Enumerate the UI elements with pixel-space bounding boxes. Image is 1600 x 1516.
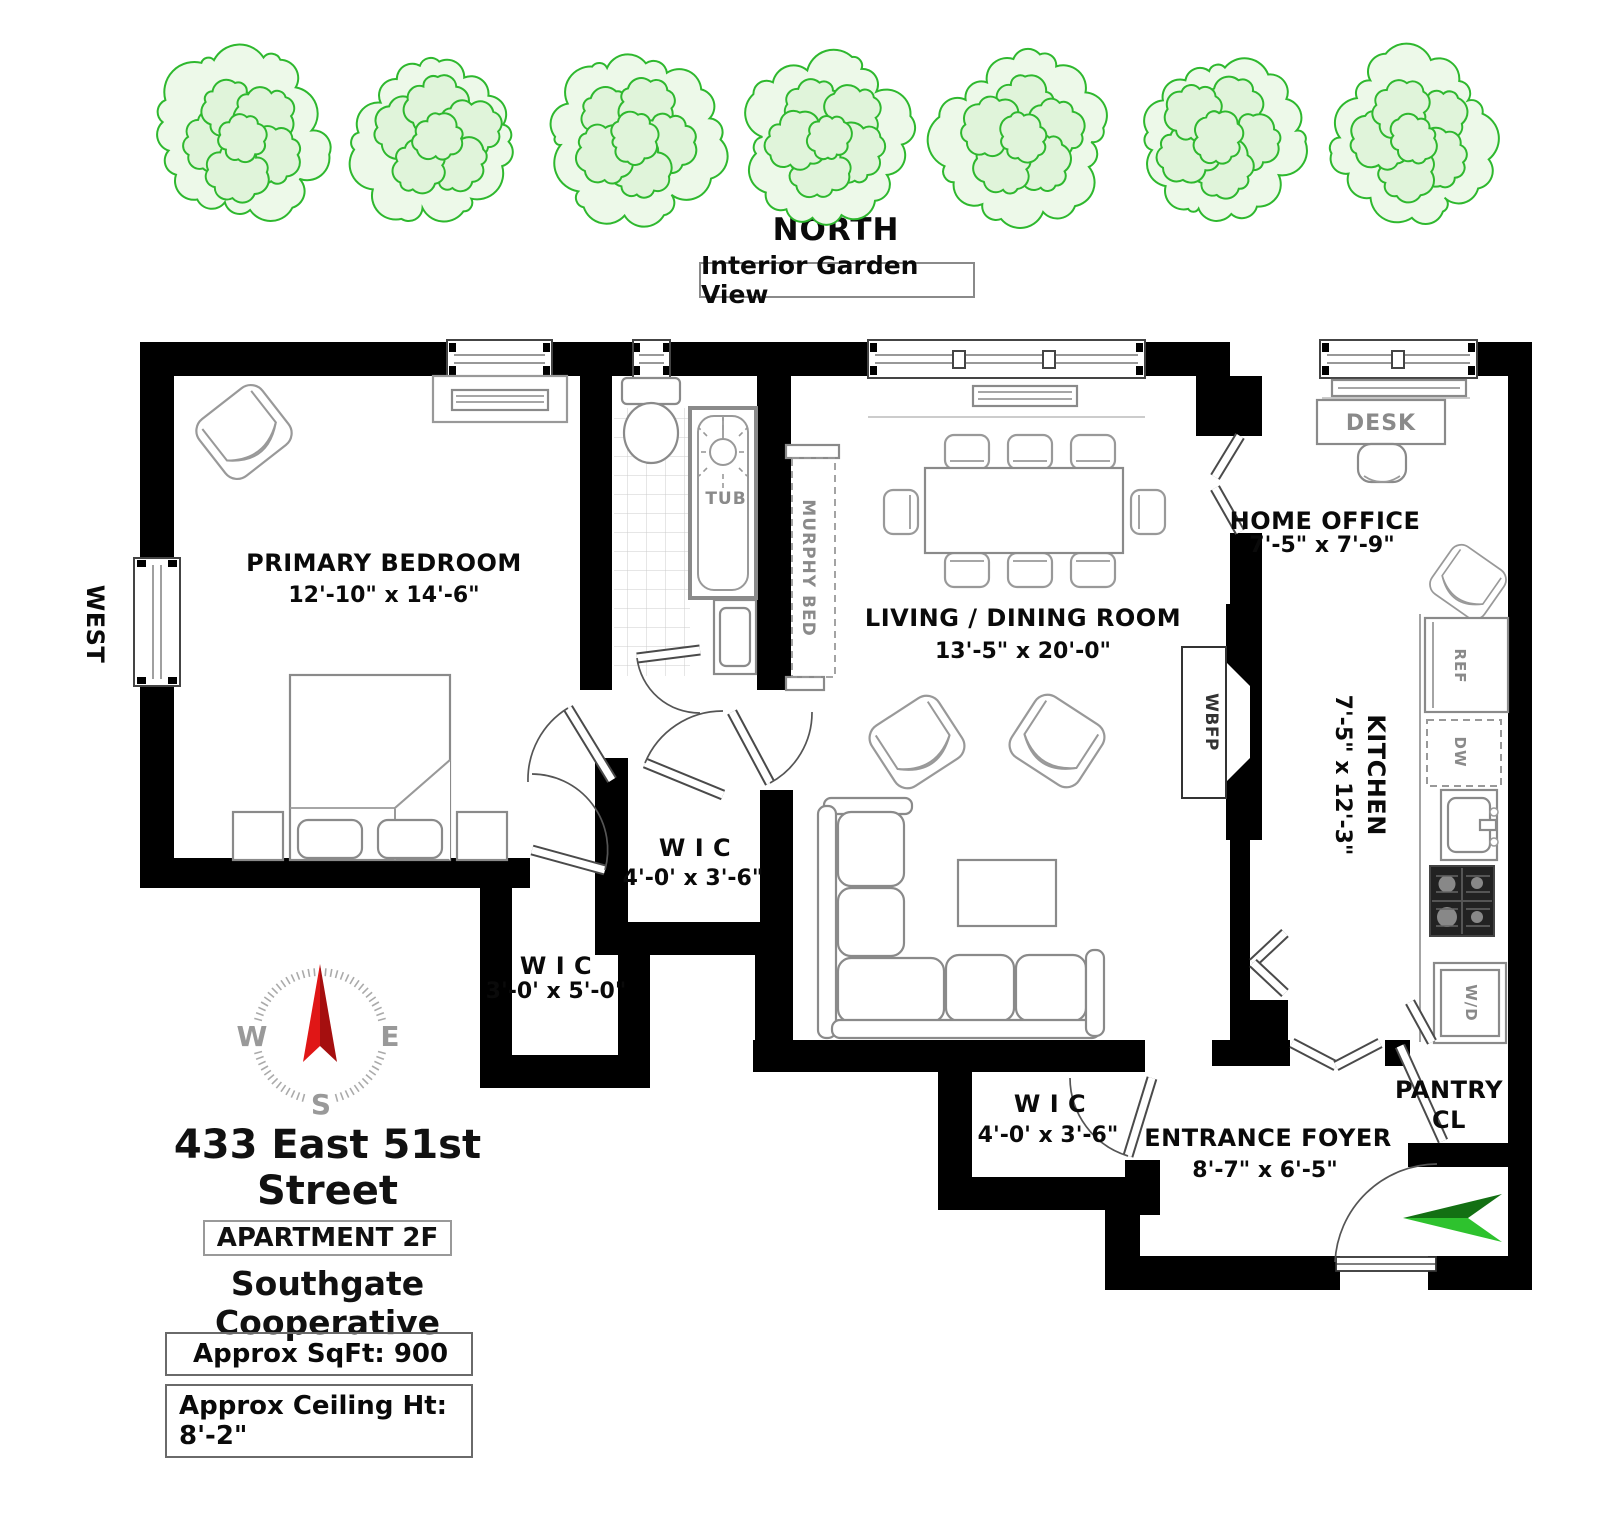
home-office-window [1319,339,1478,379]
home-office-dims: 7'-5" x 7'-9" [1249,533,1394,558]
kitchen-bifold-door [1249,928,1289,998]
bedroom-armchair-icon [189,377,299,487]
pantry-door [1394,1043,1449,1144]
dishwasher-icon: DW [1426,719,1502,787]
bedroom-radiator [431,374,569,424]
west-window [133,557,181,687]
west-label: WEST [81,585,109,664]
wic-foyer-door [1069,1076,1158,1158]
living-room-window [867,339,1146,379]
wd-closet-door [1405,999,1437,1045]
living-dining-dims: 13'-5" x 20'-0" [935,639,1111,664]
bed-icon [231,673,509,862]
kitchen-dims: 7'-5" x 12'-3" [1330,695,1355,856]
address-block: 433 East 51st Street APARTMENT 2F Southg… [115,1122,540,1342]
tree-icon [1192,110,1245,165]
tree-icon [805,115,853,161]
murphy-bed-label: MURPHY BED [798,499,818,636]
garden-view-box: Interior Garden View [699,251,975,309]
compass-e: E [380,1020,399,1053]
wic-hall-door [642,710,726,801]
kitchen-appliances: REF DW [1419,614,1510,1045]
fireplace-wbfp: WBFP [1181,646,1250,799]
garden-view-label: Interior Garden View [701,251,919,309]
bedroom-window [446,339,553,379]
tree-icon [1389,112,1438,165]
tree-icon [217,113,268,164]
foyer-bifold-door [1289,1038,1383,1071]
wbfp-label: WBFP [1201,693,1221,751]
wic-hall-label: W I C [659,834,731,862]
office-armchair-icon [1424,539,1512,625]
toilet-icon [620,376,682,465]
desk-icon: DESK [1315,398,1447,484]
sectional-sofa-icon [816,796,1106,1040]
wic-bedroom-dims: 3'-0' x 5'-0" [486,979,627,1004]
living-radiator [868,384,1145,418]
pantry-cl-label: CL [1432,1106,1466,1134]
office-radiator [1322,378,1470,399]
compass-s: S [311,1088,331,1121]
home-office-label: HOME OFFICE [1230,507,1421,535]
refrigerator-icon: REF [1423,616,1510,714]
murphy-bed-icon: MURPHY BED [784,443,841,692]
desk-label: DESK [1346,411,1416,436]
wic-foyer-dims: 4'-0' x 3'-6" [978,1123,1119,1148]
primary-bedroom-dims: 12'-10" x 14'-6" [288,583,479,608]
bedroom-door [527,705,617,783]
pantry-label: PANTRY [1395,1076,1503,1104]
dw-label: DW [1451,737,1469,768]
bathroom-sink-icon [712,598,758,676]
wic-hall-dims: 4'-0' x 3'-6" [623,866,764,891]
living-dining-label: LIVING / DINING ROOM [865,604,1181,632]
walls [140,342,1532,1290]
kitchen-sink-icon [1439,788,1499,862]
address-street: 433 East 51st Street [173,1122,482,1214]
wic-bedroom-door [530,773,609,876]
entrance-foyer-label: ENTRANCE FOYER [1144,1124,1392,1152]
tree-icon [411,112,464,161]
tree-icon [610,110,660,166]
bathroom-door [636,644,701,714]
kitchen-label: KITCHEN [1362,714,1390,836]
garden-trees [156,42,1500,229]
tub-label: TUB [705,489,746,509]
dining-set [882,433,1167,589]
entrance-foyer-dims: 8'-7" x 6'-5" [1192,1158,1337,1183]
wic-bedroom-label: W I C [520,952,592,980]
living-room-door [727,709,813,786]
bathtub-icon: TUB [688,406,758,600]
wd-label: W/D [1462,984,1480,1021]
bathroom: TUB [614,376,758,676]
compass-rose: W E S [237,964,400,1121]
washer-dryer-icon: W/D [1432,961,1508,1045]
doors [527,433,1449,1272]
stove-icon [1429,865,1495,937]
compass-needle-icon [303,964,320,1062]
living-armchairs [862,687,1112,796]
bathroom-window [632,339,671,379]
ref-label: REF [1451,648,1469,683]
approx-ceiling-box: Approx Ceiling Ht: 8'-2" [165,1384,473,1458]
office-french-doors [1210,433,1245,535]
apartment-unit-badge: APARTMENT 2F [202,1220,453,1256]
tree-icon [999,111,1048,164]
entry-door [1334,1163,1438,1272]
entry-arrow-icon [1403,1194,1502,1242]
compass-w: W [237,1020,268,1053]
wic-foyer-label: W I C [1014,1090,1086,1118]
dining-table-icon [923,466,1125,555]
approx-sqft-box: Approx SqFt: 900 [165,1332,473,1376]
primary-bedroom-label: PRIMARY BEDROOM [246,549,522,577]
room-labels: PRIMARY BEDROOM 12'-10" x 14'-6" LIVING … [81,507,1503,1183]
building-name: Southgate Cooperative [214,1264,441,1342]
coffee-table-icon [956,858,1058,928]
